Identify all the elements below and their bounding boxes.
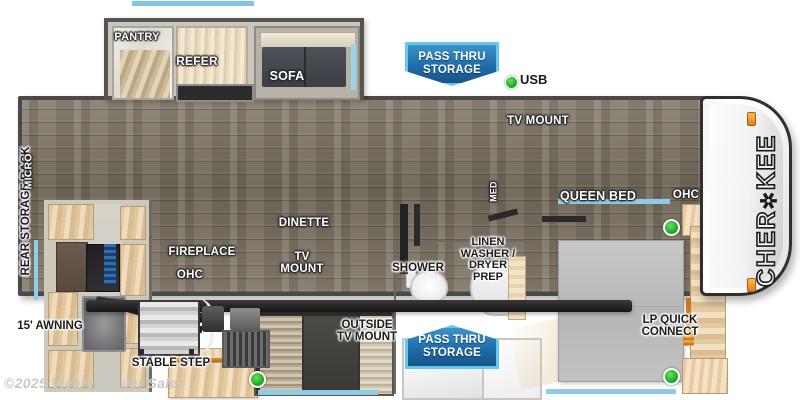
bathroom-wall-vertical — [394, 240, 396, 394]
kitchen-galley — [44, 200, 152, 392]
front-cap-panel — [709, 104, 783, 288]
power-indicator-dot — [663, 368, 680, 385]
battery-box — [230, 308, 260, 330]
microwave — [56, 242, 88, 292]
vent-grate — [222, 330, 270, 368]
stable-step-unit — [138, 300, 200, 356]
dinette-table — [304, 316, 358, 394]
bedroom-wall-2 — [414, 204, 420, 246]
refrigerator — [176, 26, 248, 88]
sofa-backrest — [260, 32, 356, 48]
trailer-body — [18, 96, 728, 400]
usb-indicator-dot — [505, 76, 518, 89]
stable-step-label: STABLE STEP — [131, 357, 211, 369]
nightstand-bottom — [682, 358, 728, 394]
badge-pass-thru-storage-top-label: PASS THRU STORAGE — [418, 51, 486, 76]
refrigerator-base — [176, 84, 254, 102]
lp-quick-connect-label: LP QUICK CONNECT — [641, 314, 699, 339]
badge-pass-thru-storage-top[interactable]: PASS THRU STORAGE — [405, 42, 499, 86]
cabinet-lower-left — [48, 350, 94, 388]
step-leg — [139, 349, 144, 359]
sofa-cushion-divider — [304, 47, 306, 87]
dinette-bench-right — [360, 316, 392, 394]
pantry-cabinet — [112, 26, 174, 100]
propane-tank — [202, 306, 224, 332]
cabinet-right-2 — [120, 244, 146, 296]
bedroom-window-bottom — [546, 389, 676, 394]
clearance-light-icon — [747, 278, 756, 292]
awning-label: 15' AWNING — [17, 320, 83, 332]
slide-out-window — [132, 1, 254, 6]
linen-washer-dryer-label: LINEN WASHER / DRYER PREP — [460, 236, 516, 283]
power-indicator-dot — [663, 219, 680, 236]
cooktop-controls — [104, 244, 116, 284]
rear-rack-accent — [34, 240, 38, 300]
clearance-light-icon — [747, 112, 756, 126]
badge-pass-thru-storage-bottom[interactable]: PASS THRU STORAGE — [405, 325, 499, 369]
usb-label: USB — [520, 72, 548, 87]
cabinet-right-1 — [120, 206, 146, 240]
power-indicator-dot — [249, 371, 266, 388]
badge-pass-thru-storage-bottom-label: PASS THRU STORAGE — [418, 334, 486, 359]
shower-label: SHOWER — [392, 262, 444, 274]
feather-icon: ✲ — [756, 190, 782, 210]
tv-mount-bracket-2 — [542, 216, 586, 222]
sofa-window-accent — [351, 44, 356, 90]
cabinet-upper-left — [48, 204, 94, 240]
slide-out-room — [104, 18, 364, 102]
pantry-shelves — [120, 50, 170, 98]
copyright-notice: ©2025 Vicars Trailer Sales — [4, 375, 186, 391]
cherokee-brand-logo: CHER✲KEE — [752, 133, 782, 287]
toilet — [410, 270, 448, 304]
cabinet-mid-left — [48, 292, 78, 346]
step-leg — [189, 349, 194, 359]
bathroom-wall-horizontal — [394, 240, 526, 242]
lp-line — [686, 298, 691, 334]
dinette-window-accent — [258, 390, 378, 395]
bedroom-window-top — [558, 199, 670, 204]
bedroom-wall-1 — [400, 204, 408, 274]
lp-quick-connect-fitting — [683, 330, 694, 346]
rear-storage-rack-label: REAR STORAGE RACK — [19, 146, 32, 276]
sofa-unit — [254, 26, 360, 100]
outside-tv-mount-label: OUTSIDE TV MOUNT — [336, 319, 398, 344]
front-cap — [700, 96, 792, 296]
